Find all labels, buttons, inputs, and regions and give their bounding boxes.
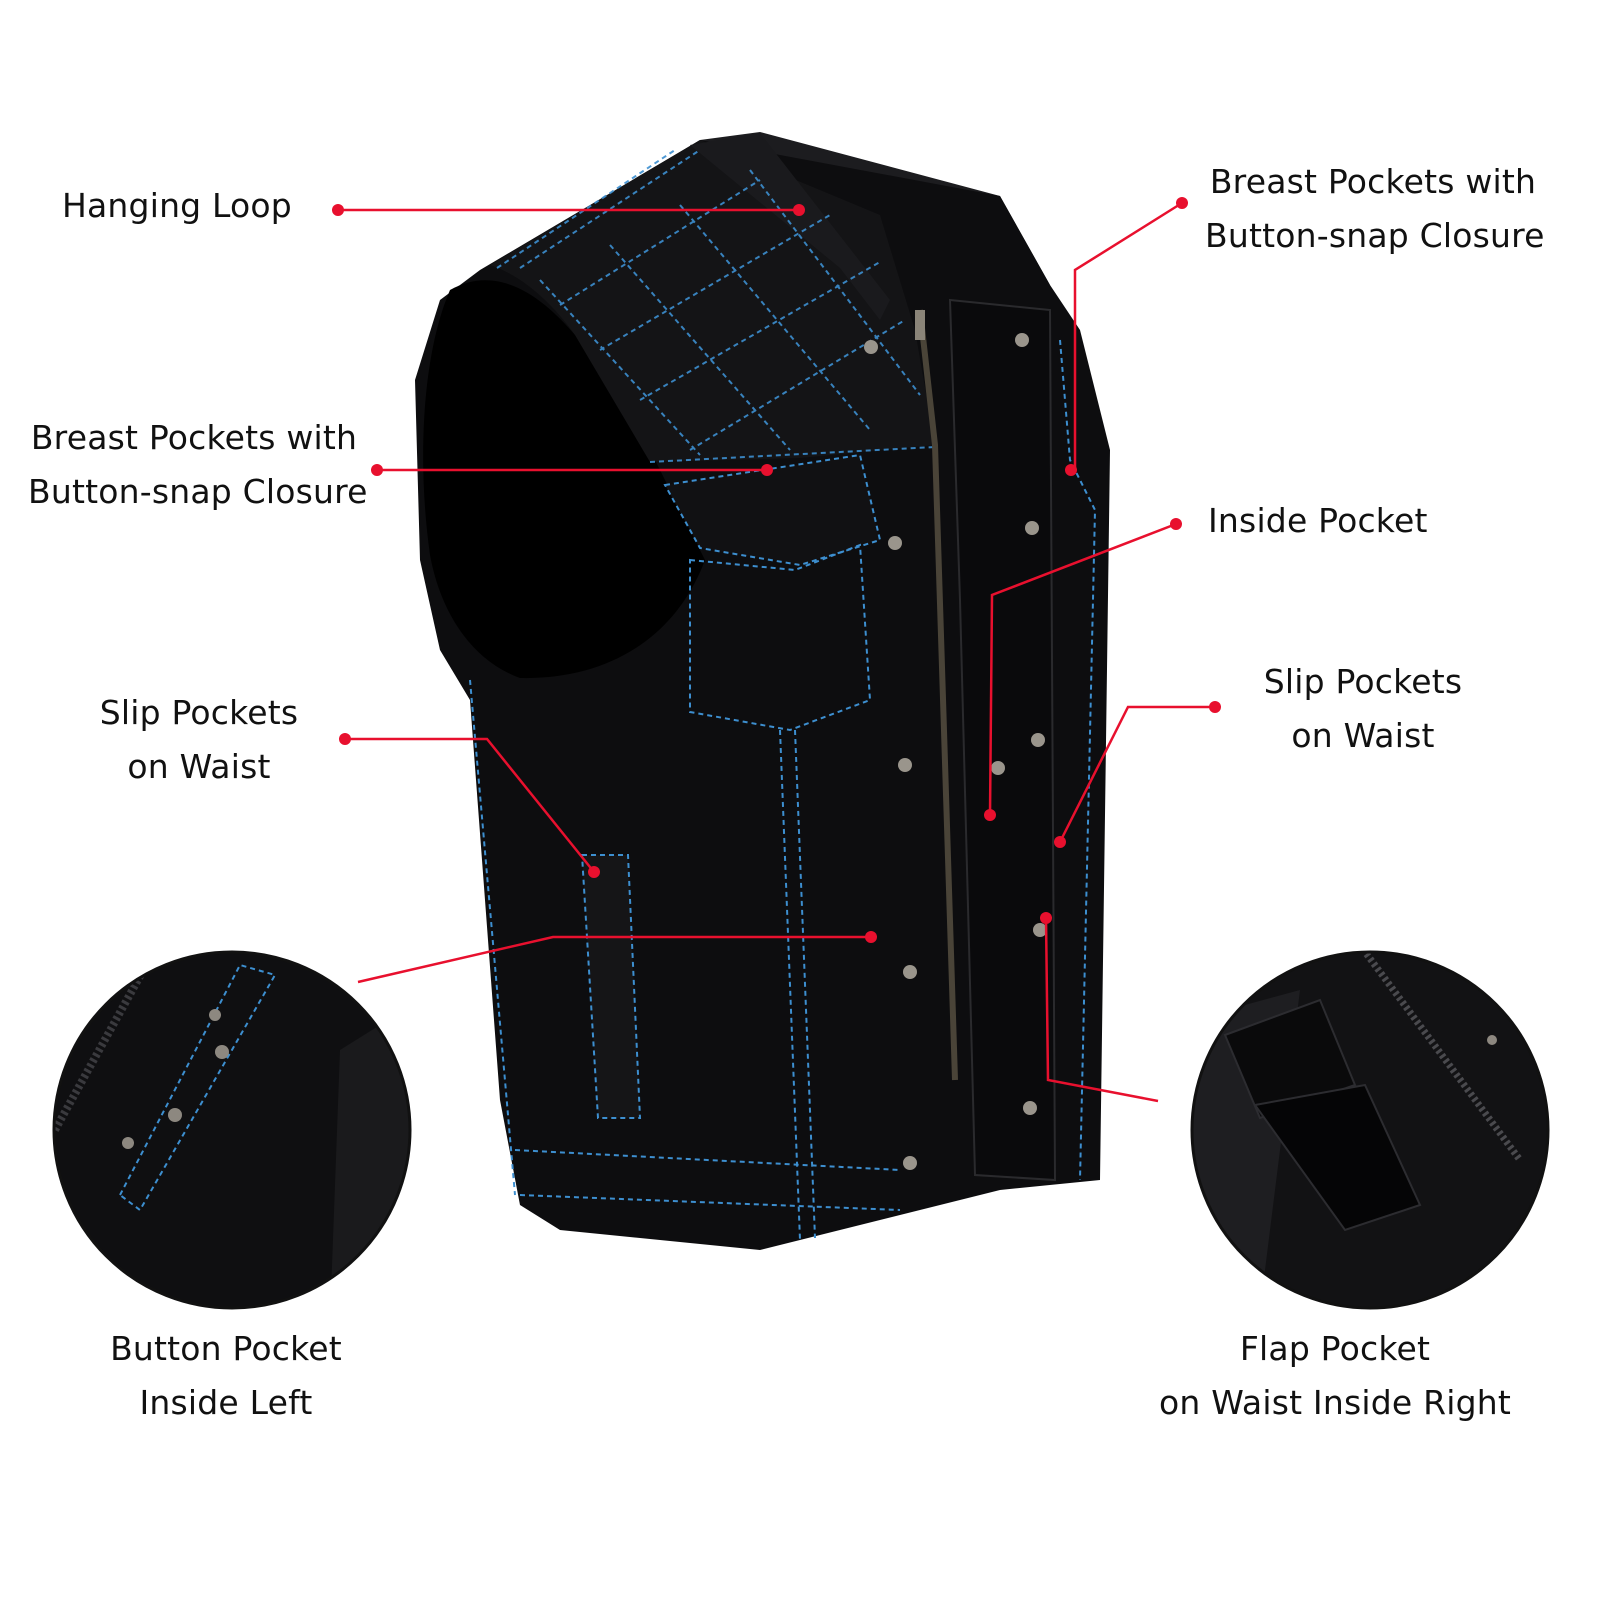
snap — [1015, 333, 1029, 347]
snap — [1025, 521, 1039, 535]
detail-circle-button-pocket — [52, 950, 412, 1310]
label-line-2: on Waist — [127, 747, 271, 786]
label-breast-pockets-right: Breast Pockets with Button-snap Closure — [1205, 155, 1545, 263]
callout-dot — [588, 866, 600, 878]
callout-dot — [1054, 836, 1066, 848]
label-line-2: on Waist — [1291, 716, 1435, 755]
label-slip-pockets-right: Slip Pockets on Waist — [1252, 655, 1474, 763]
label-line-2: Inside Left — [139, 1383, 313, 1422]
label-line-1: Button Pocket — [110, 1329, 342, 1368]
label-text: Hanging Loop — [62, 186, 292, 225]
breast-pocket-body-left — [689, 543, 872, 732]
label-slip-pockets-left: Slip Pockets on Waist — [88, 686, 310, 794]
snap — [898, 758, 912, 772]
snap — [1031, 733, 1045, 747]
label-line-2: on Waist Inside Right — [1159, 1383, 1511, 1422]
callout-dot — [1170, 518, 1182, 530]
snap — [903, 965, 917, 979]
label-line-2: Button-snap Closure — [28, 472, 368, 511]
flap-pocket-detail — [1223, 998, 1357, 1120]
callout-flap-pocket — [1044, 917, 1159, 1103]
label-text: Inside Pocket — [1208, 501, 1428, 540]
snap — [1023, 1101, 1037, 1115]
label-line-1: Slip Pockets — [1263, 662, 1463, 701]
label-line-1: Slip Pockets — [99, 693, 299, 732]
front-placket — [948, 298, 1057, 1182]
snap — [888, 536, 902, 550]
label-hanging-loop: Hanging Loop — [62, 179, 292, 233]
callout-dot — [1209, 701, 1221, 713]
snap — [903, 1156, 917, 1170]
callout-dot — [339, 733, 351, 745]
label-inside-pocket: Inside Pocket — [1208, 494, 1428, 548]
label-line-2: Button-snap Closure — [1205, 216, 1545, 255]
zipper — [917, 309, 958, 1081]
detail-circle-flap-pocket — [1190, 950, 1550, 1310]
callout-slip-left — [345, 737, 595, 873]
callout-slip-right — [1058, 705, 1215, 843]
label-flap-pocket: Flap Pocket on Waist Inside Right — [1150, 1322, 1520, 1430]
snap — [1033, 923, 1047, 937]
callout-button-pocket — [357, 935, 871, 984]
callout-dot — [793, 204, 805, 216]
callout-dot — [1176, 197, 1188, 209]
snap — [864, 340, 878, 354]
callout-dot — [865, 931, 877, 943]
label-line-1: Breast Pockets with — [30, 418, 358, 457]
callout-dot — [984, 809, 996, 821]
callout-dot — [371, 464, 383, 476]
label-breast-pockets-left: Breast Pockets with Button-snap Closure — [28, 411, 368, 519]
label-line-1: Breast Pockets with — [1209, 162, 1537, 201]
callout-dot — [1040, 912, 1052, 924]
callout-inside-pocket — [988, 522, 1177, 816]
snap — [991, 761, 1005, 775]
callout-dot — [1065, 464, 1077, 476]
zipper-pull — [915, 310, 925, 340]
label-line-1: Flap Pocket — [1239, 1329, 1431, 1368]
callout-dot — [761, 464, 773, 476]
armhole — [423, 280, 705, 679]
vest-image — [415, 132, 1110, 1250]
slip-pocket-left — [580, 854, 642, 1119]
label-button-pocket: Button Pocket Inside Left — [90, 1322, 362, 1430]
callout-dot — [332, 204, 344, 216]
collar-flap — [690, 133, 890, 320]
callout-dots — [332, 197, 1221, 943]
